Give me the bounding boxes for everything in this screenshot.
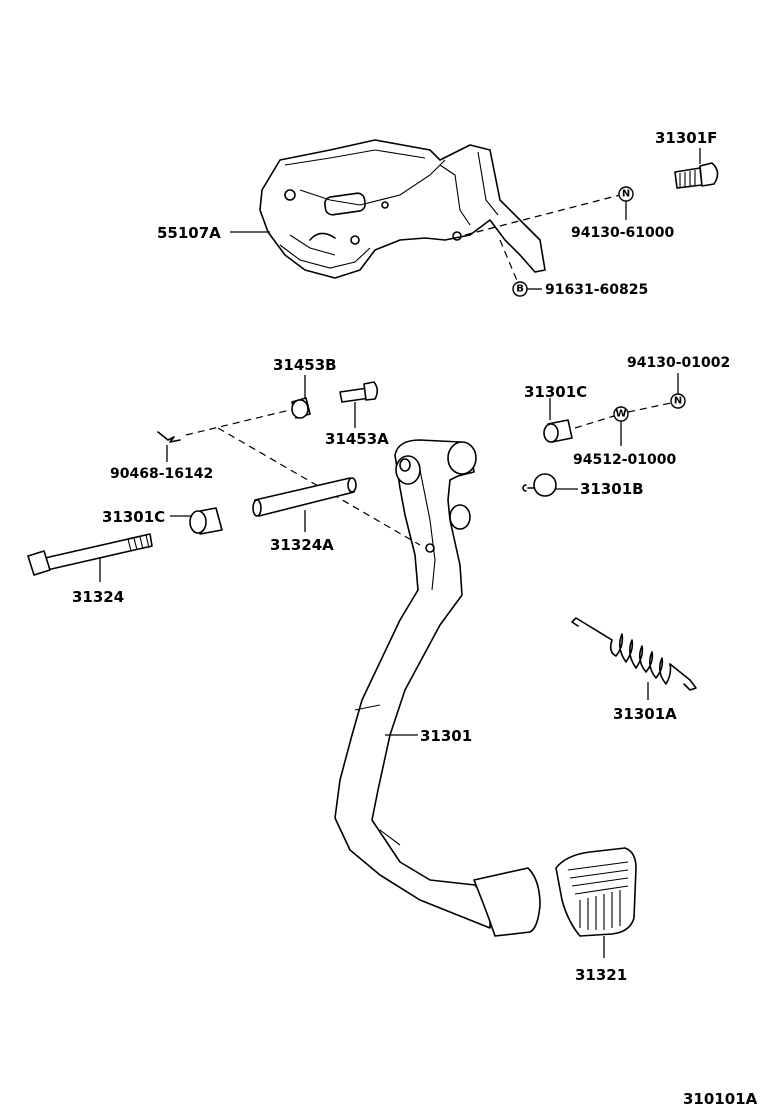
label-pedal-pad: 31321: [575, 966, 627, 984]
bolt-symbol-b: B: [512, 281, 528, 297]
spring-31301A: [571, 617, 697, 691]
pedal-arm-31301: [334, 439, 541, 937]
collar-left: [189, 507, 223, 535]
pedal-bracket: [259, 139, 546, 279]
label-clip: 90468-16142: [110, 466, 213, 482]
collar-right: [543, 419, 573, 443]
shaft-31324A: [252, 477, 357, 517]
label-bolt-top: 31301F: [655, 129, 717, 147]
label-shaft: 31324A: [270, 536, 334, 554]
nut-symbol-top: N: [618, 186, 634, 202]
label-collar-right: 31301C: [524, 383, 587, 401]
dash-bracket-bolt: [499, 239, 519, 284]
label-bolt-b: 91631-60825: [545, 282, 648, 298]
svg-text:W: W: [615, 409, 626, 420]
dash-clip-bushing: [185, 409, 291, 436]
nut-symbol-right: N: [670, 393, 686, 409]
label-nut-top: 94130-61000: [571, 225, 674, 241]
washer-symbol: W: [613, 406, 629, 422]
dash-washer-nut: [627, 402, 672, 413]
svg-text:N: N: [674, 396, 682, 407]
stopper-31301B: [522, 473, 557, 497]
label-collar-left: 31301C: [102, 508, 165, 526]
dash-bracket-nut: [464, 194, 621, 236]
label-washer: 94512-01000: [573, 452, 676, 468]
label-bushing-top: 31453B: [273, 356, 337, 374]
dash-collar-washer: [574, 415, 615, 429]
pin-31453A: [339, 381, 379, 403]
figure-code: 310101A: [683, 1090, 758, 1108]
bolt-31324: [27, 533, 153, 576]
label-pin: 31453A: [325, 430, 389, 448]
bolt-31301F: [674, 162, 719, 189]
label-nut-right: 94130-01002: [627, 355, 730, 371]
label-stopper: 31301B: [580, 480, 644, 498]
label-long-bolt: 31324: [72, 588, 124, 606]
dash-clip-pedal: [217, 427, 421, 546]
label-spring: 31301A: [613, 705, 677, 723]
svg-text:B: B: [516, 284, 524, 295]
label-bracket: 55107A: [157, 224, 221, 242]
clip-90468-16142: [157, 431, 181, 443]
pedal-pad-31321: [555, 847, 637, 937]
svg-text:N: N: [622, 189, 630, 200]
bushing-31453B: [291, 397, 311, 419]
label-pedal-arm: 31301: [420, 727, 472, 745]
